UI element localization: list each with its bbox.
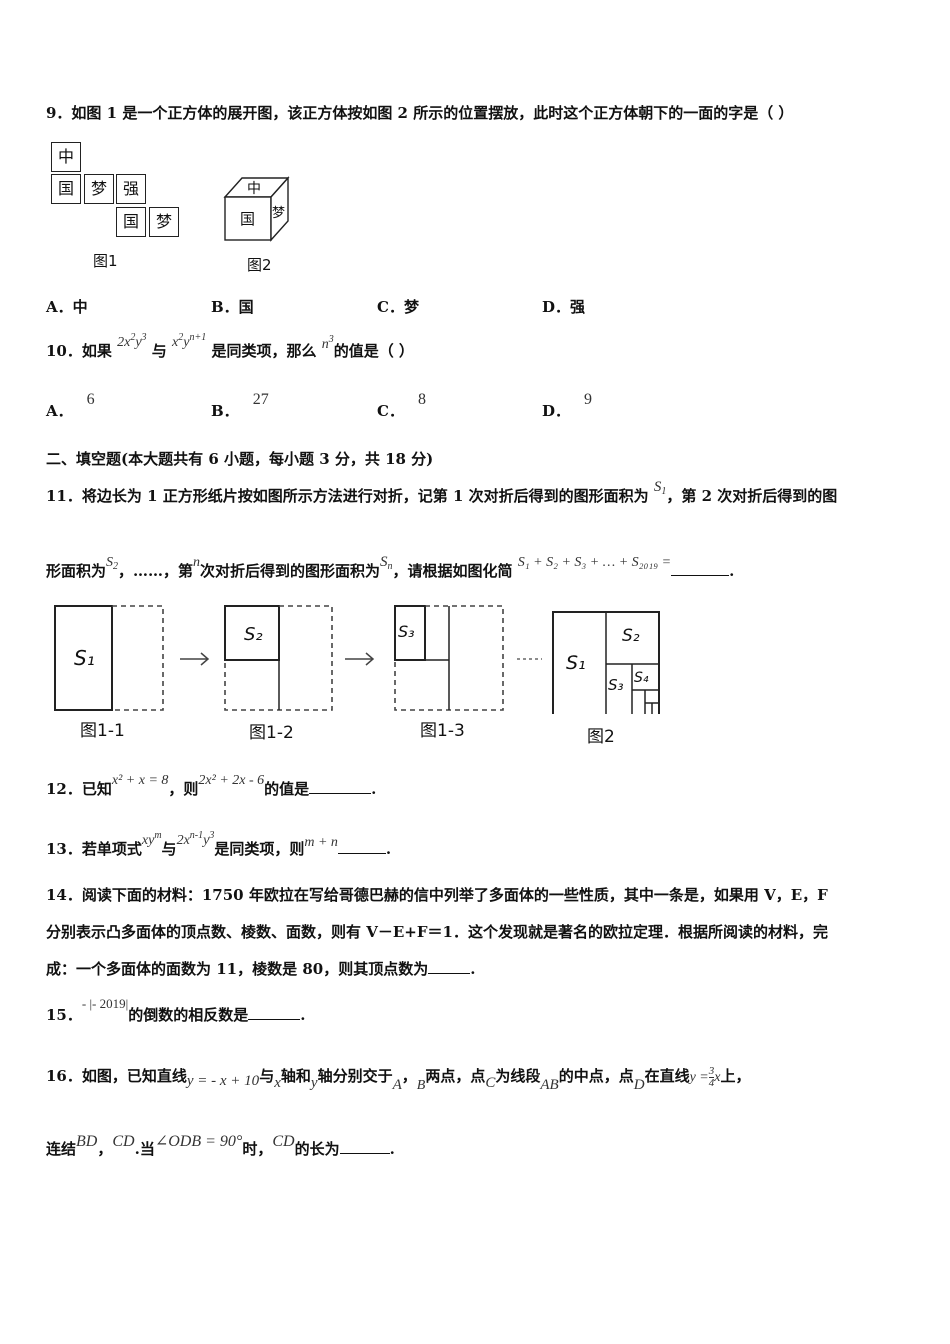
q15-line: 15．- |- 2019|的倒数的相反数是.	[46, 996, 306, 1024]
q11-s1: S1	[653, 479, 667, 497]
cube-drawing	[223, 176, 290, 242]
q12-expr: x² + x = 8	[111, 773, 169, 788]
fig1-caption: 图1	[93, 252, 118, 270]
q10-option-b[interactable]: B．27	[211, 391, 269, 420]
q14-line3: 成：一个多面体的面数为 11，棱数是 80，则其顶点数为.	[46, 960, 476, 978]
q10-tail2: 的值是（ ）	[333, 342, 414, 360]
net-cell: 梦	[84, 174, 114, 204]
q11-n: n	[193, 555, 201, 570]
s1-label: S₁	[74, 646, 95, 670]
q9-text: 9．如图 1 是一个正方体的展开图，该正方体按如图 2 所示的位置摆放，此时这个…	[46, 104, 794, 122]
fig2-caption: 图2	[247, 256, 272, 274]
section-heading: 二、填空题(本大题共有 6 小题，每小题 3 分，共 18 分)	[46, 450, 434, 468]
s2-label: S₂	[244, 624, 263, 645]
cube-front-label: 国	[240, 210, 256, 228]
fig1-2-caption: 图1-2	[249, 723, 294, 743]
q13-e3: m + n	[304, 835, 338, 850]
q15-expr: - |- 2019|	[81, 996, 129, 1011]
q10-tail1: 是同类项，那么	[211, 342, 317, 360]
q13-e2: 2xn-1y3	[176, 830, 215, 848]
q10-line: 10．如果 2x2y3 与 x2yn+1 是同类项，那么 n3的值是（ ）	[46, 332, 414, 361]
q15-answer-blank[interactable]	[248, 1007, 301, 1020]
q11-answer-blank[interactable]	[671, 563, 730, 576]
q11-sn: Sn	[380, 554, 393, 572]
fig1-1-caption: 图1-1	[80, 721, 125, 741]
q12-answer-blank[interactable]	[309, 781, 372, 794]
q10-n3: n3	[321, 334, 334, 352]
q11-sum-expression: S₁ + S₂ + S₃ + … + S₂₀₁₉ =	[517, 555, 672, 570]
net-cell: 强	[116, 174, 146, 204]
q10-option-a[interactable]: A．6	[46, 391, 95, 420]
fig2-s3-label: S₃	[608, 676, 624, 694]
q16-line1: 16．如图，已知直线y = - x + 10与x轴和y轴分别交于A，B两点，点C…	[46, 1065, 751, 1093]
net-cell: 梦	[149, 207, 179, 237]
q9-option-c[interactable]: C．梦	[377, 298, 419, 316]
net-cell: 国	[51, 174, 81, 204]
q14-line1: 14．阅读下面的材料：1750 年欧拉在写给哥德巴赫的信中列举了多面体的一些性质…	[46, 886, 828, 904]
fig2-caption-folding: 图2	[587, 727, 615, 747]
q16-answer-blank[interactable]	[339, 1141, 390, 1154]
q16-line-equation: y = - x + 10	[186, 1073, 260, 1089]
fig2-s4-label: S₄	[634, 670, 649, 686]
q10-option-d[interactable]: D．9	[542, 391, 593, 420]
q13-line: 13．若单项式xym与2xn-1y3是同类项，则m + n.	[46, 830, 392, 858]
q10-expr2: x2yn+1	[172, 332, 207, 350]
folding-diagram	[54, 605, 660, 714]
q14-answer-blank[interactable]	[428, 961, 471, 974]
q10-mid: 与	[151, 342, 167, 360]
q10-option-c[interactable]: C．8	[377, 391, 426, 420]
q16-angle: ∠ODB = 90°	[154, 1133, 243, 1150]
s3-label: S₃	[398, 622, 415, 641]
q10-num: 10．如果	[46, 342, 112, 360]
net-cell: 中	[51, 142, 81, 172]
fig2-s2-label: S₂	[622, 626, 640, 646]
q11-s2: S2	[106, 555, 119, 572]
q16-line2: 连结BD，CD.当∠ODB = 90°时，CD的长为.	[46, 1133, 395, 1158]
q10-expr1: 2x2y3	[117, 332, 147, 350]
q9-option-d[interactable]: D．强	[542, 298, 586, 316]
cube-top-label: 中	[247, 181, 261, 197]
q12-expr2: 2x² + 2x - 6	[198, 773, 265, 788]
q9-option-b[interactable]: B．国	[211, 298, 254, 316]
cube-side-label: 梦	[272, 206, 286, 221]
q11-line2: 形面积为S2，……，第n次对折后得到的图形面积为Sn，请根据如图化简 S₁ + …	[46, 554, 735, 580]
q14-line2: 分别表示凸多面体的顶点数、棱数、面数，则有 V－E+F＝1．这个发现就是著名的欧…	[46, 923, 828, 941]
q12-line: 12．已知x² + x = 8，则2x² + 2x - 6的值是.	[46, 773, 377, 798]
fig2-s1-label: S₁	[566, 652, 586, 674]
net-cell: 国	[116, 207, 146, 237]
q13-answer-blank[interactable]	[337, 841, 386, 854]
q9-option-a[interactable]: A．中	[46, 298, 88, 316]
fig1-3-caption: 图1-3	[420, 721, 465, 741]
q13-e1: xym	[141, 830, 162, 848]
q11-line1: 11．将边长为 1 正方形纸片按如图所示方法进行对折，记第 1 次对折后得到的图…	[46, 479, 838, 505]
